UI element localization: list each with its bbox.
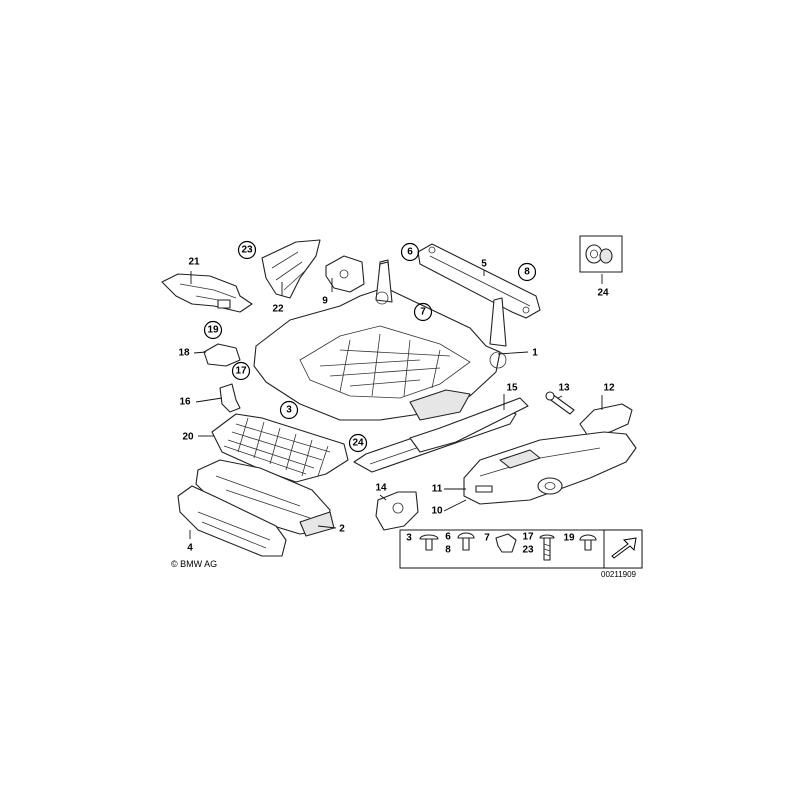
legend-item-3: 3 [406, 533, 439, 551]
copyright-text: © BMW AG [171, 559, 217, 569]
callout-15: 15 [506, 383, 518, 394]
svg-text:8: 8 [524, 267, 530, 278]
svg-text:3: 3 [406, 533, 412, 544]
part-15-seat-rail[interactable] [353, 397, 529, 473]
inset-24-box [579, 235, 623, 273]
part-1-seat-frame[interactable] [253, 259, 507, 421]
callout-6: 6 [400, 242, 420, 262]
inset-24-label: 24 [597, 288, 609, 299]
svg-text:19: 19 [563, 533, 575, 544]
svg-text:9: 9 [322, 296, 328, 307]
callout-1: 1 [532, 348, 538, 359]
svg-text:18: 18 [178, 348, 190, 359]
legend-item-19: 19 [563, 533, 597, 551]
part-10-side-trim[interactable] [463, 431, 637, 505]
callout-9: 9 [322, 296, 328, 307]
svg-text:23: 23 [522, 545, 534, 556]
direction-arrow-icon [603, 529, 643, 569]
leader-lines [189, 270, 603, 539]
part-12-end-cap[interactable] [579, 403, 633, 437]
callout-7: 7 [413, 302, 433, 322]
callout-4: 4 [187, 543, 193, 554]
callout-10: 10 [431, 506, 443, 517]
part-2-lower-tray[interactable] [195, 459, 335, 537]
svg-text:16: 16 [179, 397, 191, 408]
part-20-seat-mat[interactable] [211, 413, 349, 483]
fastener-legend: 3 6 8 7 17 23 19 [399, 529, 643, 569]
callout-13: 13 [558, 383, 570, 394]
legend-item-17-23: 17 23 [522, 532, 555, 561]
callout-14: 14 [375, 483, 387, 494]
svg-text:24: 24 [597, 288, 609, 299]
callout-22: 22 [272, 304, 284, 315]
svg-text:5: 5 [481, 259, 487, 270]
callout-2: 2 [339, 524, 345, 535]
doc-number: 00211909 [601, 570, 637, 579]
svg-text:8: 8 [445, 545, 451, 556]
callout-5: 5 [481, 259, 487, 270]
svg-text:22: 22 [272, 304, 284, 315]
legend-item-7: 7 [484, 533, 517, 553]
callout-18: 18 [178, 348, 190, 359]
svg-text:20: 20 [182, 432, 194, 443]
part-13-bolt[interactable] [545, 391, 575, 415]
callout-19: 19 [203, 320, 223, 340]
svg-text:17: 17 [522, 532, 534, 543]
svg-text:6: 6 [407, 247, 413, 258]
part-21-bracket[interactable] [161, 273, 253, 313]
callout-12: 12 [603, 383, 615, 394]
svg-text:12: 12 [603, 383, 615, 394]
svg-text:21: 21 [188, 257, 200, 268]
callout-17: 17 [231, 361, 251, 381]
svg-text:2: 2 [339, 524, 345, 535]
svg-text:23: 23 [241, 245, 253, 256]
callout-3: 3 [279, 400, 299, 420]
callout-16: 16 [179, 397, 191, 408]
svg-text:4: 4 [187, 543, 193, 554]
part-4-front-panel[interactable] [177, 485, 287, 557]
svg-text:24: 24 [352, 438, 364, 449]
callout-21: 21 [188, 257, 200, 268]
svg-text:13: 13 [558, 383, 570, 394]
svg-text:10: 10 [431, 506, 443, 517]
svg-text:11: 11 [432, 484, 443, 495]
callout-24: 24 [348, 433, 368, 453]
part-14-cover[interactable] [375, 491, 419, 531]
part-16-clip[interactable] [219, 383, 241, 413]
part-18-bracket[interactable] [203, 343, 241, 367]
part-5-rail-bar[interactable] [417, 243, 541, 319]
svg-text:7: 7 [420, 307, 426, 318]
callout-labels: 1 2 3 4 5 6 7 8 9 10 11 12 13 14 15 16 1… [178, 240, 615, 554]
part-23-trim[interactable] [261, 239, 321, 299]
svg-text:3: 3 [286, 405, 292, 416]
legend-item-6-8: 6 8 [445, 532, 475, 556]
svg-text:6: 6 [445, 532, 451, 543]
callout-20: 20 [182, 432, 194, 443]
svg-text:19: 19 [207, 325, 219, 336]
svg-text:17: 17 [235, 366, 247, 377]
svg-text:1: 1 [532, 348, 538, 359]
callout-11: 11 [432, 484, 443, 495]
callout-8: 8 [517, 262, 537, 282]
part-9-bracket[interactable] [325, 255, 365, 293]
svg-text:15: 15 [506, 383, 518, 394]
svg-text:7: 7 [484, 533, 490, 544]
callout-23: 23 [237, 240, 257, 260]
svg-text:14: 14 [375, 483, 387, 494]
